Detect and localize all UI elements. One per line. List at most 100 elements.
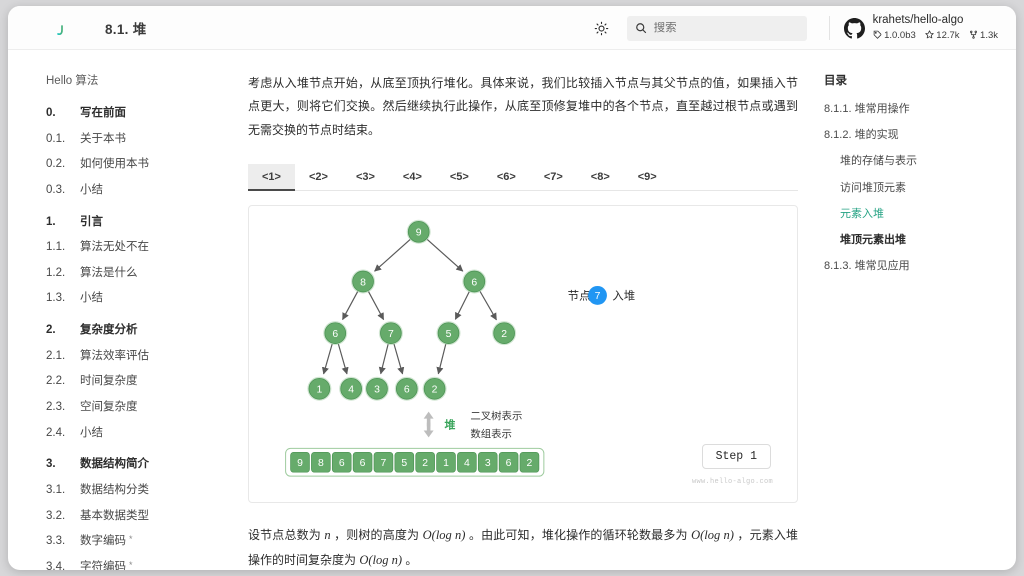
step-tab[interactable]: <1>	[248, 164, 295, 192]
tree-node-value: 2	[501, 329, 507, 340]
array-cell-value: 3	[485, 458, 491, 469]
array-cell-value: 8	[318, 458, 324, 469]
sidebar-item[interactable]: 2.4. 小结	[46, 427, 236, 440]
highlight-node-value: 7	[595, 291, 601, 302]
sidebar-item[interactable]: 0.写在前面	[46, 107, 236, 120]
page-title: 8.1. 堆	[105, 21, 147, 37]
array-cell	[519, 452, 540, 473]
hello-algo-logo[interactable]	[41, 17, 81, 39]
step-button[interactable]: Step 1	[701, 444, 771, 470]
tree-edge	[479, 291, 497, 321]
search-input[interactable]	[653, 22, 799, 34]
sidebar-item[interactable]: 1.3.小结	[46, 292, 236, 305]
sidebar-item[interactable]: 0.2.如何使用本书	[46, 158, 236, 171]
sidebar-item-number: 2.4.	[46, 426, 66, 439]
array-cell-value: 1	[443, 458, 449, 469]
tree-node: 2	[422, 376, 447, 401]
array-cell	[477, 452, 498, 473]
tree-node: 5	[436, 321, 461, 346]
repo-link[interactable]: krahets/hello-algo 1.0.0b3	[828, 13, 998, 43]
closing-text-3: 。由此可知，堆化操作的循环轮数最多为	[465, 528, 692, 543]
tree-node: 6	[462, 269, 487, 294]
sidebar-item[interactable]: 3.1.数据结构分类	[46, 484, 236, 497]
repo-name: krahets/hello-algo	[872, 13, 964, 26]
tag-icon	[873, 30, 885, 43]
diagram-caption-suffix: 入堆	[612, 290, 635, 303]
toc-item[interactable]: 8.1.1. 堆常用操作	[824, 103, 910, 115]
tree-node: 4	[339, 376, 364, 401]
page-body: Hello 算法 0.写在前面 0.1.关于本书 0.2.如何使用本书 0.3.小结 1…	[8, 50, 1016, 570]
sidebar-item[interactable]: 2.3. 空间复杂度	[46, 401, 236, 414]
highlight-node	[588, 286, 607, 306]
sidebar-item-number: 3.4.	[46, 560, 66, 570]
closing-paragraph: 设节点总数为 n ，则树的高度为 O(log n) 。由此可知，堆化操作的循环轮…	[248, 523, 798, 570]
tree-representation-label: 二叉树表示	[470, 410, 522, 423]
tree-edge	[393, 344, 405, 375]
search-box[interactable]	[626, 15, 807, 41]
step-tab[interactable]: <5>	[449, 171, 469, 184]
sidebar-item[interactable]: 1.引言	[46, 216, 236, 229]
step-tab[interactable]: <7>	[543, 171, 563, 184]
tree-node-value: 8	[360, 277, 366, 288]
tree-node-value: 4	[348, 385, 354, 396]
step-tab[interactable]: <3>	[355, 171, 375, 184]
sidebar-item[interactable]: 3.2.基本数据类型	[46, 510, 236, 523]
tree-edge	[454, 291, 470, 321]
math-olog-2: O(log n)	[691, 528, 734, 543]
array-cell-value: 6	[506, 458, 512, 469]
toc-item[interactable]: 堆顶元素出堆	[840, 233, 906, 246]
step-tab[interactable]: <6>	[496, 171, 516, 184]
step-tab[interactable]: <4>	[402, 171, 422, 184]
toc-item[interactable]: 堆的存储与表示	[840, 155, 917, 168]
step-tab[interactable]: <8>	[590, 171, 610, 184]
toc-title: 目录	[824, 75, 847, 87]
sidebar-item[interactable]: 3.3.数字编码*	[46, 534, 236, 548]
sidebar-item-number: 2.3.	[46, 401, 66, 414]
sidebar-item-number: 3.1.	[46, 483, 66, 496]
sidebar-item-number: 2.	[46, 324, 56, 337]
sidebar-item-number: 2.1.	[46, 349, 66, 362]
toc-item[interactable]: 元素入堆	[840, 207, 884, 220]
array-cell	[311, 452, 331, 473]
step-tab[interactable]: <2>	[308, 171, 328, 184]
tree-node: 1	[307, 376, 332, 401]
sidebar-item-label: 关于本书	[80, 132, 126, 145]
intro-paragraph: 考虑从入堆节点开始，从底至顶执行堆化。具体来说，我们比较插入节点与其父节点的值，…	[248, 76, 798, 137]
sidebar-item[interactable]: 3.4. 字符编码*	[46, 559, 236, 570]
watermark: www.hello-algo.com	[691, 478, 773, 487]
header-divider	[828, 16, 830, 40]
tree-node: 8	[351, 269, 376, 294]
brightness-icon[interactable]	[589, 15, 615, 41]
sidebar-item-label: 小结	[80, 426, 103, 439]
sidebar-item-label: 字符编码	[80, 560, 126, 570]
sidebar-item[interactable]: 3.数据结构简介	[46, 458, 236, 471]
array-cell-value: 5	[401, 458, 407, 469]
sidebar-item[interactable]: 2. 复杂度分析	[46, 324, 236, 337]
closing-text-4: ，元素入堆操作的时间复杂度为	[248, 528, 799, 567]
sidebar-item-number: 2.2.	[46, 375, 66, 388]
sidebar-item-star-icon: *	[129, 559, 133, 570]
sidebar-item[interactable]: 1.2.算法是什么	[46, 267, 236, 280]
sidebar-item[interactable]: 0.1.关于本书	[46, 133, 236, 146]
array-cell-value: 4	[464, 458, 470, 469]
sidebar-item[interactable]: 2.1.算法效率评估	[46, 350, 236, 363]
toc-list: 8.1.1. 堆常用操作 8.1.2. 堆的实现堆的存储与表示访问堆顶元素元素入堆…	[824, 103, 1016, 273]
up-arrow-icon	[423, 411, 434, 427]
tree-node-value: 6	[471, 277, 477, 288]
sidebar-item[interactable]: 1.1.算法无处不在	[46, 241, 236, 254]
math-olog-1: O(log n)	[422, 528, 466, 543]
step-tab[interactable]: <9>	[637, 171, 657, 184]
sidebar-brand: Hello 算法	[46, 75, 99, 87]
sidebar-item[interactable]: 2.2.时间复杂度	[46, 375, 236, 388]
repo-text: krahets/hello-algo 1.0.0b3	[873, 13, 998, 43]
array-cell	[331, 452, 352, 473]
toc-item[interactable]: 8.1.3. 堆常见应用	[824, 260, 910, 273]
toc-item[interactable]: 8.1.2. 堆的实现	[824, 129, 899, 142]
sidebar-item-label: 复杂度分析	[80, 324, 138, 337]
sidebar-item[interactable]: 0.3.小结	[46, 184, 236, 197]
repo-forks: 1.3k	[969, 30, 998, 43]
sidebar-item-label: 空间复杂度	[80, 401, 138, 414]
toc-item[interactable]: 访问堆顶元素	[840, 181, 906, 194]
tree-edge	[342, 291, 359, 321]
